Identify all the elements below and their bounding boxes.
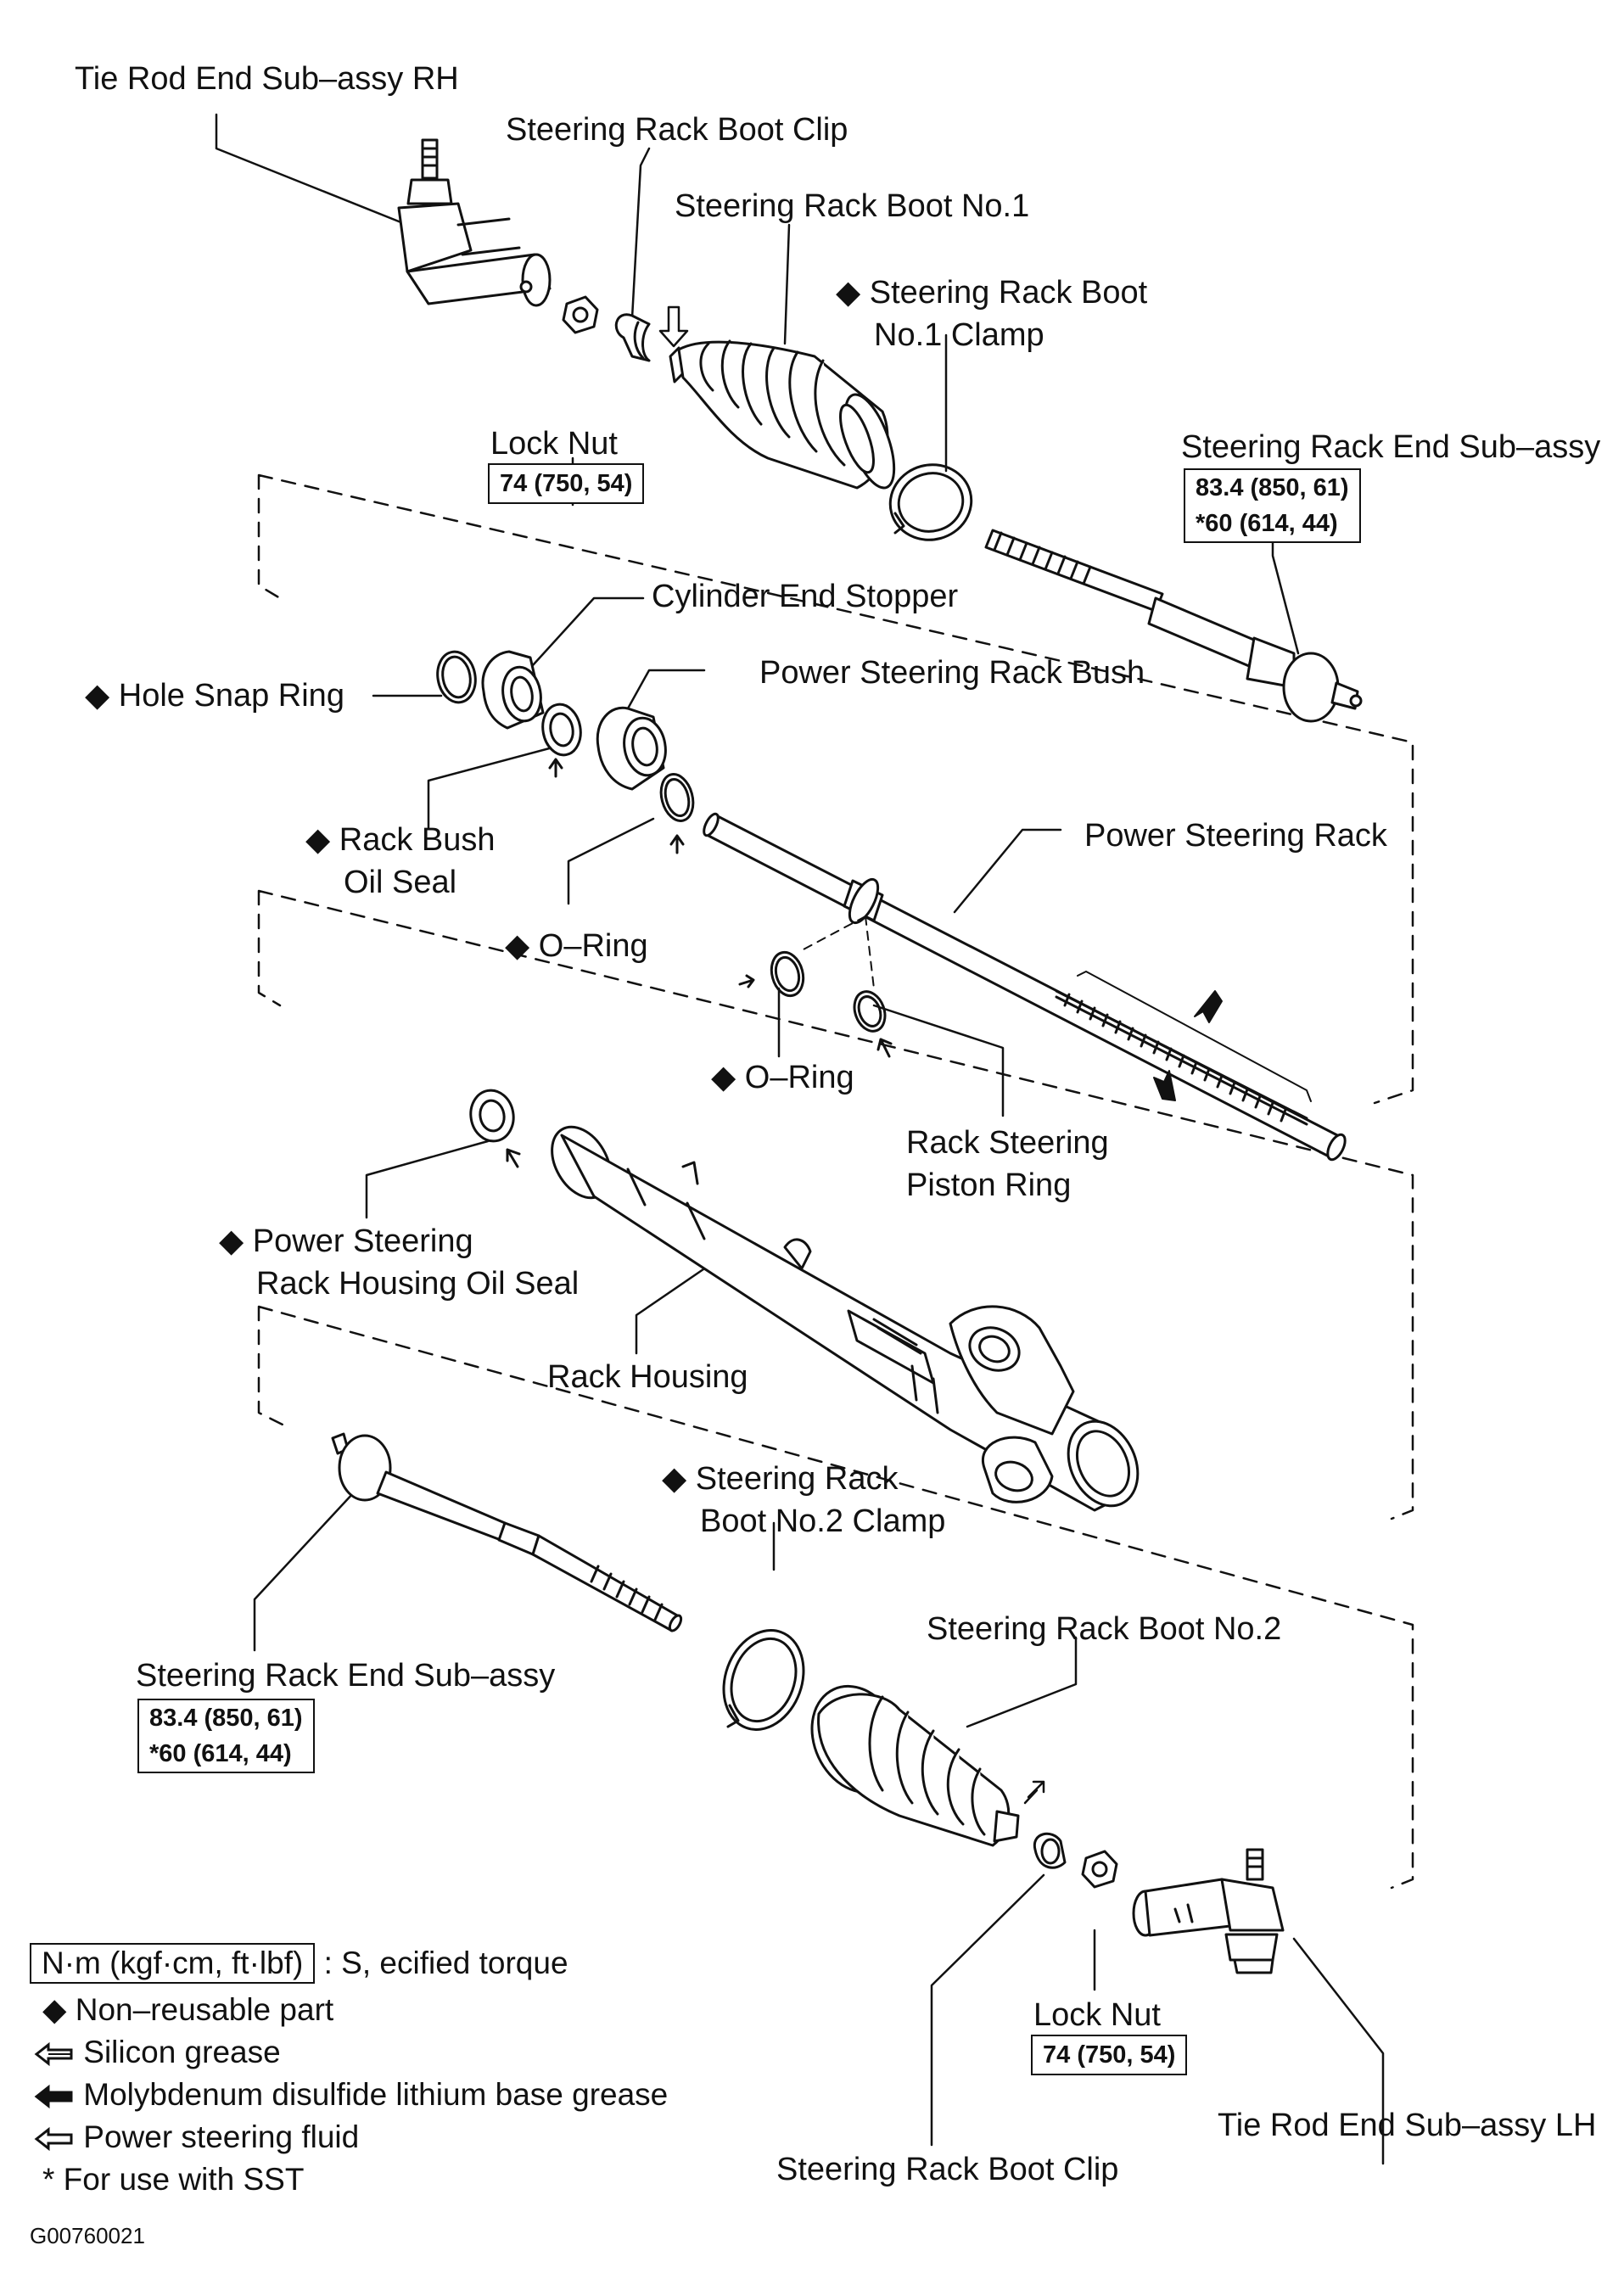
- assembly-guide-lines: [257, 473, 1414, 1890]
- o-ring-2: [738, 950, 805, 998]
- label-piston-ring-line1: Rack Steering: [906, 1125, 1109, 1161]
- label-boot-no1: Steering Rack Boot No.1: [675, 188, 1030, 224]
- psf-arrow-bottom: [1023, 1780, 1045, 1805]
- tie-rod-end-rh: [397, 138, 552, 307]
- label-boot-no2-clamp: ◆ Steering Rack: [662, 1461, 899, 1497]
- boot-clip-top: [614, 313, 651, 362]
- hole-snap-ring: [436, 650, 477, 704]
- label-cylinder-end-stopper: Cylinder End Stopper: [652, 579, 959, 614]
- label-boot-no1-clamp-line1: Steering Rack Boot: [869, 275, 1148, 311]
- torque-rack-end-top-1: 83.4 (850, 61): [1196, 474, 1349, 501]
- o-ring-1: [659, 773, 695, 854]
- lock-nut-bottom: [1081, 1850, 1118, 1889]
- rack-center-lines: [801, 915, 875, 989]
- legend-silicon-text: Silicon grease: [83, 2035, 281, 2069]
- label-o-ring-1-text: O–Ring: [538, 928, 648, 964]
- label-housing-oil-seal-line1: Power Steering: [252, 1223, 473, 1259]
- label-boot-no2-clamp-line1: Steering Rack: [695, 1461, 899, 1497]
- label-lock-nut-top: Lock Nut: [490, 426, 618, 462]
- power-steering-rack: [703, 812, 1347, 1162]
- legend-non-reusable: ◆ Non–reusable part: [42, 1990, 333, 2030]
- label-o-ring-2-text: O–Ring: [744, 1060, 854, 1095]
- cylinder-end-stopper: [481, 650, 545, 730]
- label-boot-clip-top: Steering Rack Boot Clip: [506, 112, 848, 148]
- label-rack-end-top: Steering Rack End Sub–assy: [1181, 429, 1601, 465]
- legend-power-steering-fluid: Power steering fluid: [34, 2117, 359, 2158]
- legend-non-reusable-text: Non–reusable part: [75, 1992, 334, 2027]
- legend-moly-grease: Molybdenum disulfide lithium base grease: [34, 2074, 668, 2115]
- label-o-ring-2: ◆ O–Ring: [711, 1060, 854, 1095]
- legend-silicon-grease: Silicon grease: [34, 2032, 281, 2073]
- torque-rack-end-top-2: *60 (614, 44): [1196, 510, 1338, 537]
- label-power-steering-rack: Power Steering Rack: [1084, 818, 1387, 854]
- tie-rod-end-lh: [1132, 1848, 1285, 1974]
- label-tie-rod-end-rh: Tie Rod End Sub–assy RH: [75, 61, 459, 97]
- label-boot-no1-clamp-line2: No.1 Clamp: [874, 317, 1044, 353]
- label-lock-nut-bottom: Lock Nut: [1033, 1997, 1161, 2033]
- boot-no1-clamp: [888, 463, 973, 541]
- label-rack-housing: Rack Housing: [547, 1359, 748, 1395]
- rack-bush-oil-seal: [541, 703, 582, 778]
- steering-rack-boot-no1: [669, 339, 896, 490]
- label-boot-no2-clamp-line2: Boot No.2 Clamp: [700, 1503, 946, 1539]
- power-steering-rack-bush: [596, 706, 667, 791]
- rack-housing: [551, 1125, 1140, 1512]
- rack-steering-piston-ring: [853, 990, 893, 1058]
- torque-rack-end-bottom-2: *60 (614, 44): [149, 1740, 292, 1767]
- lock-nut-top: [562, 295, 599, 334]
- torque-rack-end-bottom-1: 83.4 (850, 61): [149, 1705, 303, 1732]
- figure-code: G00760021: [30, 2223, 145, 2248]
- label-o-ring-1: ◆ O–Ring: [505, 928, 648, 964]
- silicon-grease-arrow-icon: [34, 2042, 73, 2067]
- moly-grease-arrow-icon: [34, 2085, 73, 2109]
- steering-rack-end-bottom: [331, 1432, 683, 1632]
- label-piston-ring-line2: Piston Ring: [906, 1167, 1072, 1203]
- torque-rack-end-top: 83.4 (850, 61) *60 (614, 44): [1184, 468, 1361, 543]
- power-steering-fluid-arrow-icon: [34, 2127, 73, 2152]
- legend-specified-torque: N·m (kgf·cm, ft·lbf) : S, ecified torque: [30, 1943, 568, 1984]
- boot-no2-clamp: [722, 1629, 805, 1731]
- label-boot-clip-bottom: Steering Rack Boot Clip: [776, 2152, 1119, 2187]
- boot-clip-bottom: [1033, 1832, 1067, 1869]
- legend-torque-text: : S, ecified torque: [323, 1946, 568, 1980]
- label-rack-bush-oil-seal-line1: Rack Bush: [339, 822, 496, 858]
- label-hole-snap-ring: ◆ Hole Snap Ring: [85, 678, 344, 714]
- label-rack-bush: Power Steering Rack Bush: [759, 655, 1145, 691]
- label-rack-end-bottom: Steering Rack End Sub–assy: [136, 1658, 556, 1694]
- legend-psf-text: Power steering fluid: [83, 2119, 360, 2154]
- label-tie-rod-end-lh: Tie Rod End Sub–assy LH: [1218, 2108, 1597, 2143]
- rack-tooth-bracket: [1077, 971, 1312, 1102]
- legend-torque-unit-box: N·m (kgf·cm, ft·lbf): [30, 1943, 316, 1984]
- torque-rack-end-bottom: 83.4 (850, 61) *60 (614, 44): [137, 1699, 315, 1773]
- label-housing-oil-seal: ◆ Power Steering: [219, 1223, 473, 1259]
- torque-lock-nut-bottom: 74 (750, 54): [1031, 2035, 1188, 2075]
- label-hole-snap-ring-text: Hole Snap Ring: [118, 678, 344, 714]
- label-housing-oil-seal-line2: Rack Housing Oil Seal: [256, 1266, 580, 1302]
- legend-sst: * For use with SST: [42, 2162, 305, 2197]
- moly-grease-arrows: [1153, 990, 1223, 1101]
- steering-rack-boot-no2: [810, 1684, 1020, 1847]
- silicon-grease-arrow-top: [658, 305, 689, 348]
- legend-moly-text: Molybdenum disulfide lithium base grease: [83, 2077, 669, 2112]
- label-rack-bush-oil-seal: ◆ Rack Bush: [305, 822, 496, 858]
- torque-lock-nut-top: 74 (750, 54): [488, 463, 645, 504]
- diamond-icon: ◆: [42, 1992, 67, 2027]
- label-boot-no1-clamp: ◆ Steering Rack Boot: [836, 275, 1148, 311]
- steering-rack-end-top: [984, 529, 1363, 723]
- label-boot-no2: Steering Rack Boot No.2: [927, 1611, 1282, 1647]
- housing-oil-seal: [469, 1089, 521, 1168]
- label-rack-bush-oil-seal-line2: Oil Seal: [344, 865, 457, 900]
